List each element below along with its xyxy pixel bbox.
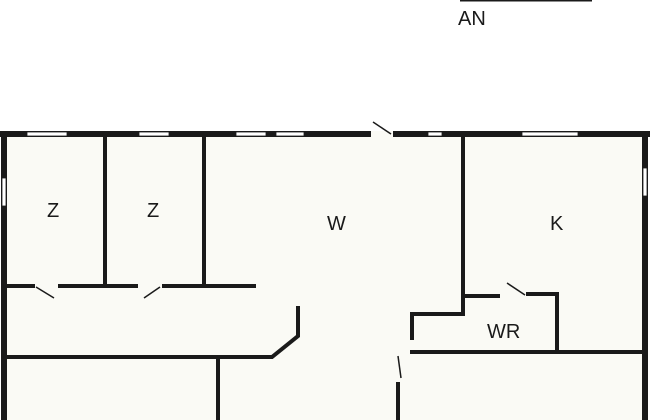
wall-w-wr bbox=[410, 296, 465, 340]
annotation-label: AN bbox=[458, 8, 486, 30]
room-label-w: W bbox=[327, 213, 346, 235]
door-swings bbox=[35, 282, 526, 379]
windows bbox=[1, 131, 648, 207]
window-w-a bbox=[235, 131, 267, 137]
door-z1 bbox=[35, 286, 55, 299]
room-label-k: K bbox=[550, 213, 564, 235]
window-left bbox=[1, 177, 7, 207]
window-z1 bbox=[26, 131, 68, 137]
door-lower bbox=[397, 355, 402, 379]
door-z2 bbox=[143, 286, 161, 299]
room-label-z2: Z bbox=[147, 200, 159, 222]
hallway-wall-lower bbox=[6, 306, 300, 359]
entrance-door-swing bbox=[372, 121, 392, 135]
window-w-b bbox=[275, 131, 305, 137]
room-label-wr: WR bbox=[487, 321, 520, 343]
window-z2 bbox=[138, 131, 170, 137]
room-label-z1: Z bbox=[47, 200, 59, 222]
door-wr bbox=[506, 282, 526, 296]
window-right bbox=[642, 167, 648, 197]
entrance-gap bbox=[371, 131, 393, 137]
floor-area bbox=[4, 134, 646, 420]
window-k bbox=[521, 131, 579, 137]
window-w-c bbox=[427, 131, 443, 137]
